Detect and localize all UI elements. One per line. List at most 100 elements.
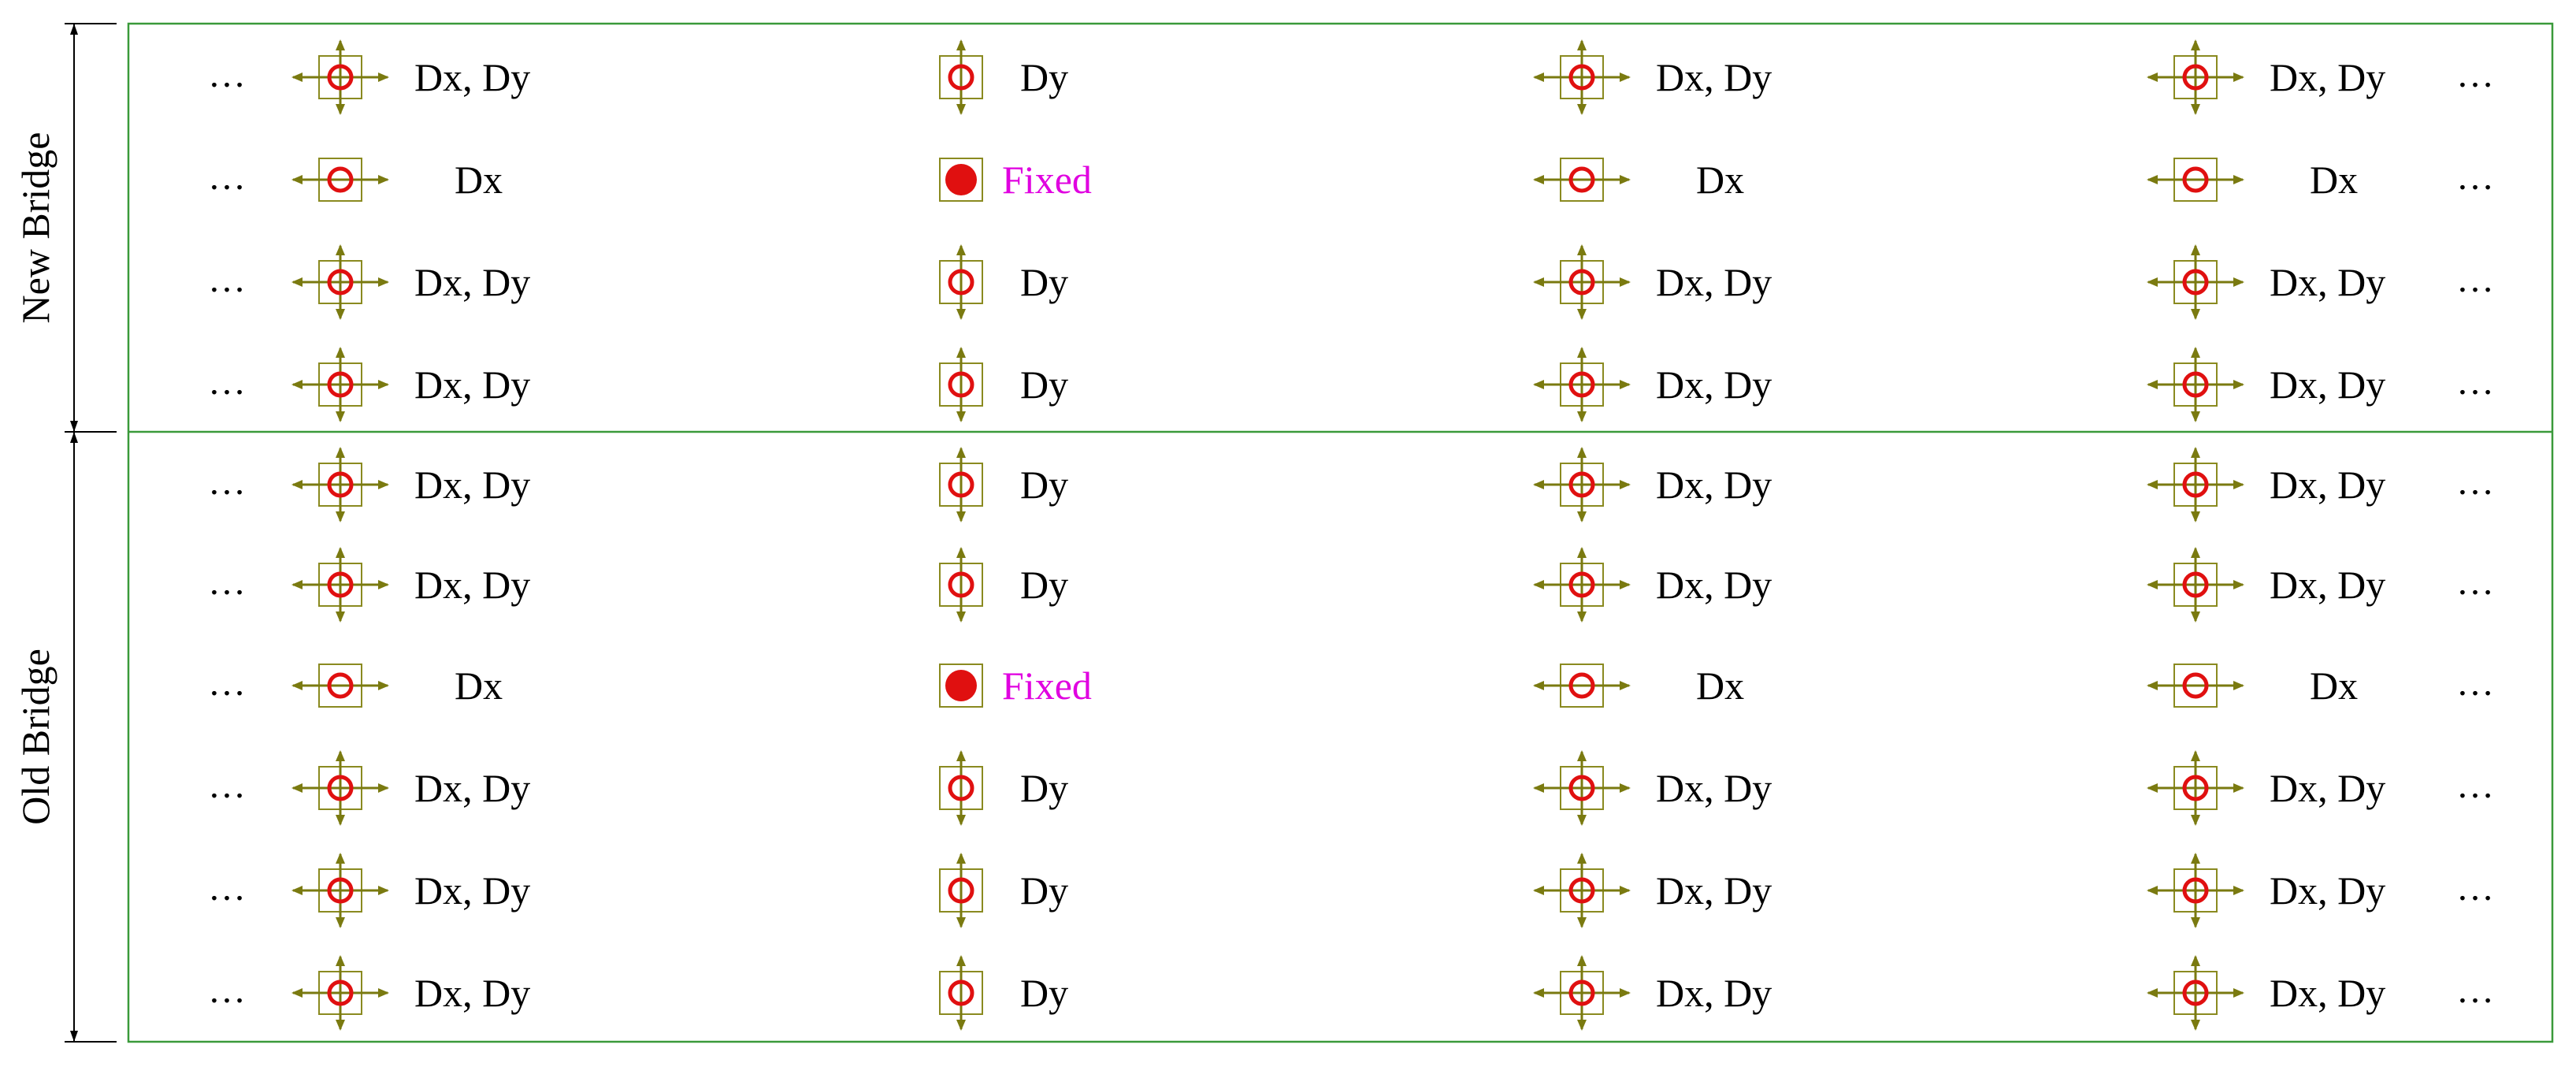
bidirectional-bearing-icon bbox=[1533, 39, 1631, 115]
transverse-bearing-icon bbox=[939, 547, 983, 623]
longitudinal-bearing-icon bbox=[2147, 158, 2244, 202]
longitudinal-bearing-icon bbox=[291, 158, 389, 202]
bearing-label: Dx, Dy bbox=[1656, 362, 1772, 407]
bearing-label: Dx bbox=[1696, 664, 1744, 708]
transverse-bearing-icon bbox=[939, 447, 983, 522]
new-bridge-label: New Bridge bbox=[13, 132, 58, 324]
old-bridge-dimension-arrow bbox=[65, 431, 117, 1043]
bearing-label: Dx, Dy bbox=[1656, 55, 1772, 99]
bidirectional-bearing-icon bbox=[291, 447, 389, 522]
longitudinal-bearing-icon bbox=[2147, 664, 2244, 708]
bidirectional-bearing-icon bbox=[1533, 347, 1631, 422]
ellipsis-right: … bbox=[2456, 969, 2494, 1011]
bidirectional-bearing-icon bbox=[291, 39, 389, 115]
ellipsis-left: … bbox=[208, 461, 246, 503]
bearing-label: Dx, Dy bbox=[2270, 55, 2385, 99]
bearing-label: Dy bbox=[1020, 766, 1068, 810]
bearing-label: Dx bbox=[455, 158, 503, 202]
fixed-bearing-icon bbox=[939, 664, 983, 708]
bidirectional-bearing-icon bbox=[2147, 244, 2244, 320]
ellipsis-right: … bbox=[2456, 764, 2494, 806]
bearing-label: Dy bbox=[1020, 463, 1068, 507]
bidirectional-bearing-icon bbox=[2147, 750, 2244, 826]
bearing-label: Dx, Dy bbox=[1656, 971, 1772, 1015]
bearing-label: Dy bbox=[1020, 260, 1068, 304]
bidirectional-bearing-icon bbox=[1533, 750, 1631, 826]
bidirectional-bearing-icon bbox=[2147, 347, 2244, 422]
ellipsis-left: … bbox=[208, 969, 246, 1011]
bearing-label: Dx, Dy bbox=[2270, 463, 2385, 507]
bidirectional-bearing-icon bbox=[291, 955, 389, 1031]
bidirectional-bearing-icon bbox=[2147, 853, 2244, 928]
bearing-label: Dx bbox=[1696, 158, 1744, 202]
bearing-label: Dx, Dy bbox=[2270, 868, 2385, 913]
bearing-label: Dx, Dy bbox=[414, 260, 530, 304]
ellipsis-left: … bbox=[208, 156, 246, 198]
ellipsis-left: … bbox=[208, 867, 246, 909]
fixed-bearing-icon bbox=[939, 158, 983, 202]
ellipsis-right: … bbox=[2456, 156, 2494, 198]
new-bridge-dimension-arrow bbox=[65, 23, 117, 433]
bearing-label: Dy bbox=[1020, 971, 1068, 1015]
ellipsis-right: … bbox=[2456, 561, 2494, 603]
bidirectional-bearing-icon bbox=[1533, 244, 1631, 320]
bearing-label: Dx bbox=[2310, 664, 2358, 708]
ellipsis-right: … bbox=[2456, 662, 2494, 704]
transverse-bearing-icon bbox=[939, 39, 983, 115]
bidirectional-bearing-icon bbox=[291, 244, 389, 320]
ellipsis-right: … bbox=[2456, 461, 2494, 503]
bidirectional-bearing-icon bbox=[2147, 955, 2244, 1031]
bearing-label: Dx, Dy bbox=[414, 868, 530, 913]
bearing-label: Dx, Dy bbox=[414, 463, 530, 507]
bearing-label: Dx bbox=[455, 664, 503, 708]
ellipsis-right: … bbox=[2456, 54, 2494, 95]
bearing-label: Dx bbox=[2310, 158, 2358, 202]
bearing-label: Dx, Dy bbox=[2270, 971, 2385, 1015]
transverse-bearing-icon bbox=[939, 853, 983, 928]
bidirectional-bearing-icon bbox=[291, 750, 389, 826]
bearing-label: Dx, Dy bbox=[414, 766, 530, 810]
bidirectional-bearing-icon bbox=[2147, 547, 2244, 623]
bidirectional-bearing-icon bbox=[291, 547, 389, 623]
bearing-label: Dx, Dy bbox=[414, 971, 530, 1015]
bearing-label: Dx, Dy bbox=[1656, 868, 1772, 913]
diagram-frame bbox=[127, 22, 2554, 1043]
bearing-label: Dx, Dy bbox=[414, 362, 530, 407]
transverse-bearing-icon bbox=[939, 347, 983, 422]
ellipsis-right: … bbox=[2456, 258, 2494, 300]
bearing-label: Dx, Dy bbox=[2270, 766, 2385, 810]
ellipsis-left: … bbox=[208, 361, 246, 403]
transverse-bearing-icon bbox=[939, 955, 983, 1031]
bearing-label: Dy bbox=[1020, 868, 1068, 913]
fixed-bearing-label: Fixed bbox=[1002, 664, 1092, 708]
bidirectional-bearing-icon bbox=[1533, 547, 1631, 623]
ellipsis-right: … bbox=[2456, 361, 2494, 403]
bearing-label: Dx, Dy bbox=[2270, 563, 2385, 607]
ellipsis-left: … bbox=[208, 258, 246, 300]
ellipsis-left: … bbox=[208, 764, 246, 806]
bearing-label: Dy bbox=[1020, 563, 1068, 607]
transverse-bearing-icon bbox=[939, 750, 983, 826]
longitudinal-bearing-icon bbox=[1533, 664, 1631, 708]
bidirectional-bearing-icon bbox=[1533, 447, 1631, 522]
transverse-bearing-icon bbox=[939, 244, 983, 320]
ellipsis-left: … bbox=[208, 662, 246, 704]
bearing-label: Dx, Dy bbox=[414, 563, 530, 607]
bidirectional-bearing-icon bbox=[291, 347, 389, 422]
bearing-label: Dy bbox=[1020, 362, 1068, 407]
bearing-label: Dx, Dy bbox=[2270, 260, 2385, 304]
longitudinal-bearing-icon bbox=[291, 664, 389, 708]
bearing-label: Dy bbox=[1020, 55, 1068, 99]
longitudinal-bearing-icon bbox=[1533, 158, 1631, 202]
ellipsis-left: … bbox=[208, 561, 246, 603]
ellipsis-right: … bbox=[2456, 867, 2494, 909]
bearing-label: Dx, Dy bbox=[1656, 463, 1772, 507]
bearing-label: Dx, Dy bbox=[1656, 260, 1772, 304]
bidirectional-bearing-icon bbox=[1533, 853, 1631, 928]
bearing-label: Dx, Dy bbox=[1656, 563, 1772, 607]
ellipsis-left: … bbox=[208, 54, 246, 95]
bearing-label: Dx, Dy bbox=[414, 55, 530, 99]
bidirectional-bearing-icon bbox=[1533, 955, 1631, 1031]
bearing-label: Dx, Dy bbox=[1656, 766, 1772, 810]
